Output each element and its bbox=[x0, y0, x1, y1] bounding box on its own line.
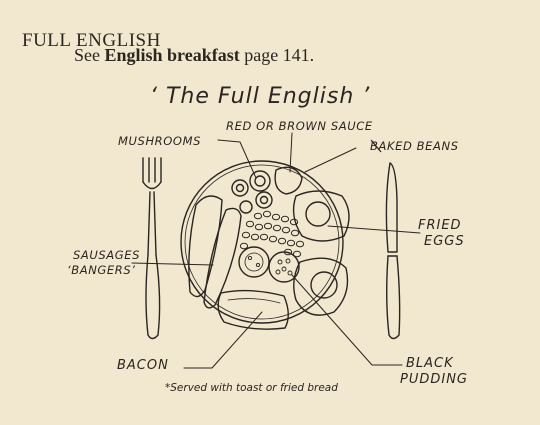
fried-egg-2 bbox=[293, 257, 349, 316]
label-eggs: EGGS bbox=[424, 234, 465, 249]
label-baked-beans: BAKED BEANS bbox=[370, 139, 459, 153]
mushroom-1 bbox=[249, 170, 271, 192]
baked-beans bbox=[239, 210, 305, 258]
knife-icon bbox=[385, 162, 401, 340]
sausage-2 bbox=[203, 207, 242, 309]
page-ref: page 141. bbox=[239, 45, 315, 65]
label-bacon: BACON bbox=[117, 358, 169, 373]
label-black: BLACK bbox=[406, 356, 454, 371]
diagram-title: ‘ The Full English ’ bbox=[150, 84, 371, 109]
label-bangers: ‘BANGERS’ bbox=[67, 263, 136, 277]
mushroom-2 bbox=[231, 179, 249, 197]
fork-icon bbox=[142, 157, 162, 340]
footnote: *Served with toast or fried bread bbox=[165, 382, 338, 394]
sauce-dollop bbox=[274, 166, 303, 195]
black-pudding-2 bbox=[268, 251, 300, 283]
entry-heading: FULL ENGLISH bbox=[22, 30, 161, 51]
label-mushrooms: MUSHROOMS bbox=[118, 134, 202, 148]
black-pudding-1 bbox=[238, 246, 270, 278]
bacon-rasher bbox=[217, 289, 289, 330]
plate bbox=[180, 160, 344, 324]
mushroom-4 bbox=[239, 200, 253, 214]
mushroom-3 bbox=[255, 191, 273, 209]
label-pudding: PUDDING bbox=[400, 372, 469, 387]
leader-lines bbox=[131, 132, 421, 369]
label-fried: FRIED bbox=[418, 218, 462, 233]
cross-reference: See English breakfast page 141. bbox=[74, 45, 314, 66]
cross-reference-link[interactable]: English breakfast bbox=[104, 45, 240, 65]
fried-egg-1 bbox=[292, 190, 350, 242]
sausage-1 bbox=[188, 195, 223, 298]
label-sauce: RED OR BROWN SAUCE bbox=[226, 119, 373, 133]
see-text: See bbox=[74, 45, 105, 65]
label-sausages: SAUSAGES bbox=[73, 248, 141, 262]
